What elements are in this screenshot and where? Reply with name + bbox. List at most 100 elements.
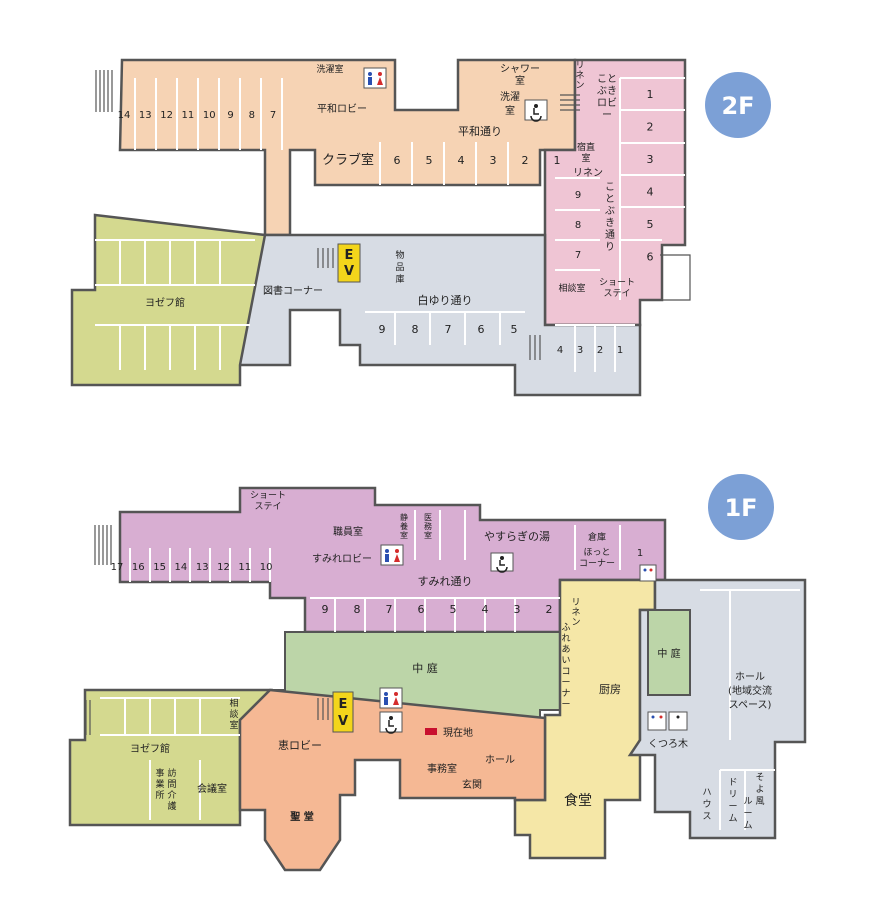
1f-houmon2-4: 護 — [167, 800, 176, 812]
2f-kotobuki-dori-3: ぶ — [605, 205, 615, 217]
1f-houmon2-3: 介 — [167, 790, 176, 801]
2f-linen-mid: リネン — [573, 167, 603, 179]
f1-yokaze-label-0: そ — [755, 772, 764, 783]
1f-toilet-icon-kutsurogi — [647, 711, 688, 731]
2f-kotobuki-lobby-4: ー — [602, 110, 612, 121]
f2-rooms-right-inner-label-2: 7 — [575, 250, 581, 261]
2f-linen-top-3: ン — [575, 81, 584, 91]
1f-current-location-marker — [425, 728, 437, 735]
f2-rooms-top-label-0: 14 — [118, 110, 131, 121]
f2-rooms-bottom-right-label-1: 3 — [577, 345, 583, 356]
1f-nakaniwa-right: 中 庭 — [657, 647, 680, 660]
2f-shirayuri: 白ゆり通り — [418, 293, 473, 307]
f1-fureai-label-4: コ — [561, 667, 570, 677]
1f-hall-right-2: (地域交流 — [728, 684, 772, 697]
1f-houmon-3: 所 — [155, 790, 164, 801]
2f-pink-wing — [543, 58, 687, 327]
f2-rooms-bottom-label-2: 7 — [445, 323, 452, 336]
2f-shower-2: 室 — [515, 74, 525, 87]
1f-hotto-2: コーナー — [579, 558, 615, 569]
1f-toilet-icon-sumire — [380, 544, 404, 566]
2f-kotobuki-lobby-3: ロビ — [597, 97, 617, 109]
2f-linen-top-1: リ — [575, 61, 584, 71]
f1-rooms-mid-label-4: 5 — [450, 603, 457, 616]
f2-rooms-top-label-6: 8 — [249, 110, 255, 121]
2f-shower-1: シャワー — [500, 64, 540, 75]
2f-heiwa-lobby: 平和ロビー — [317, 103, 367, 115]
f2-rooms-bottom-label-4: 5 — [511, 323, 518, 336]
f1-rooms-top-label-7: 10 — [260, 562, 273, 573]
2f-heiwa-dori: 平和通り — [458, 125, 502, 138]
f1-yokaze-label-5: ム — [743, 820, 752, 831]
1f-hall: ホール — [485, 754, 515, 766]
1f-sumire-dori: すみれ通り — [418, 575, 473, 588]
f1-rooms-mid-label-3: 6 — [418, 603, 425, 616]
f1-dream-label-4: ハ — [702, 788, 711, 798]
2f-shukuchoku-2: 室 — [581, 152, 590, 164]
f1-rooms-top-label-6: 11 — [238, 562, 251, 573]
f2-rooms-mid-label-0: 6 — [394, 154, 401, 167]
f2-rooms-right-outer-label-3: 4 — [647, 186, 654, 199]
2f-shukuchoku-1: 宿直 — [577, 141, 595, 153]
1f-linen-2: ネ — [571, 607, 580, 618]
f1-rooms-mid-label-2: 7 — [386, 603, 393, 616]
f2-rooms-bottom-right-label-3: 1 — [617, 345, 623, 356]
1f-sumire-lobby: すみれロビー — [312, 553, 372, 565]
1f-badge — [708, 474, 774, 540]
1f-seiyou-2: 養 — [400, 521, 408, 531]
floor-1f: E V 現在地 — [68, 474, 807, 872]
f1-rooms-top-label-1: 16 — [132, 562, 145, 573]
2f-rooms-right-inner: 987 — [575, 190, 581, 261]
1f-soudan-1: 相 — [229, 697, 238, 709]
2f-butsuhin-1: 物 — [395, 249, 404, 261]
f2-rooms-mid-label-1: 5 — [426, 154, 433, 167]
1f-hall-right-3: スペース) — [729, 700, 772, 711]
2f-peach-wing — [118, 58, 577, 237]
f2-rooms-bottom-right-label-0: 4 — [557, 345, 563, 356]
2f-badge — [705, 72, 771, 138]
1f-souko: 倉庫 — [588, 531, 606, 543]
f2-rooms-top-label-3: 11 — [182, 110, 195, 121]
1f-ev-label-v: V — [338, 714, 348, 729]
f1-fureai-label-7: ー — [561, 700, 570, 710]
2f-kotobuki-dori-5: 通 — [605, 229, 615, 241]
2f-accessible-toilet-icon — [524, 99, 548, 122]
f2-rooms-right-outer-label-0: 1 — [647, 88, 654, 101]
2f-kotobuki-dori-4: き — [605, 217, 615, 229]
1f-iryou-1: 医 — [424, 513, 432, 522]
f1-rooms-mid-label-7: 2 — [546, 603, 553, 616]
f1-fureai-label-5: ー — [561, 678, 570, 688]
1f-ev-label-e: E — [339, 697, 348, 712]
1f-megumi-lobby: 恵ロビー — [278, 738, 322, 752]
2f-club-room: クラブ室 — [322, 152, 374, 168]
1f-iryou-3: 室 — [424, 530, 432, 540]
1f-toilet-icon-hotto — [639, 564, 657, 582]
f2-rooms-bottom-right-label-2: 2 — [597, 345, 603, 356]
2f-tosho: 図書コーナー — [263, 284, 323, 297]
1f-iryou-2: 務 — [424, 521, 432, 531]
f2-rooms-top-label-5: 9 — [227, 110, 233, 121]
1f-salmon-area — [238, 688, 547, 872]
2f-kotobuki-lobby-1: こと — [597, 73, 617, 85]
f1-yokaze-label-1: よ — [755, 784, 764, 795]
1f-houmon2-1: 訪 — [167, 767, 176, 779]
1f-hotto-1: ほっと — [583, 547, 610, 558]
1f-jimu: 事務室 — [427, 762, 457, 775]
f1-rooms-top-label-0: 17 — [111, 562, 124, 573]
1f-shokudou: 食堂 — [564, 792, 592, 809]
f2-rooms-mid-label-2: 4 — [458, 154, 465, 167]
f1-yokaze-label-2: 風 — [755, 796, 764, 807]
f2-rooms-bottom-label-1: 8 — [412, 323, 419, 336]
2f-ev-label-e: E — [345, 248, 354, 263]
1f-hall-right-1: ホール — [735, 671, 765, 683]
1f-yasuragi: やすらぎの湯 — [484, 529, 550, 543]
f1-rooms-top-label-2: 15 — [153, 562, 166, 573]
f1-dream-label-0: ド — [728, 778, 737, 788]
f2-rooms-mid-label-4: 2 — [522, 154, 529, 167]
f2-rooms-right-outer-label-4: 5 — [647, 218, 654, 231]
2f-soudan: 相談室 — [558, 282, 585, 294]
